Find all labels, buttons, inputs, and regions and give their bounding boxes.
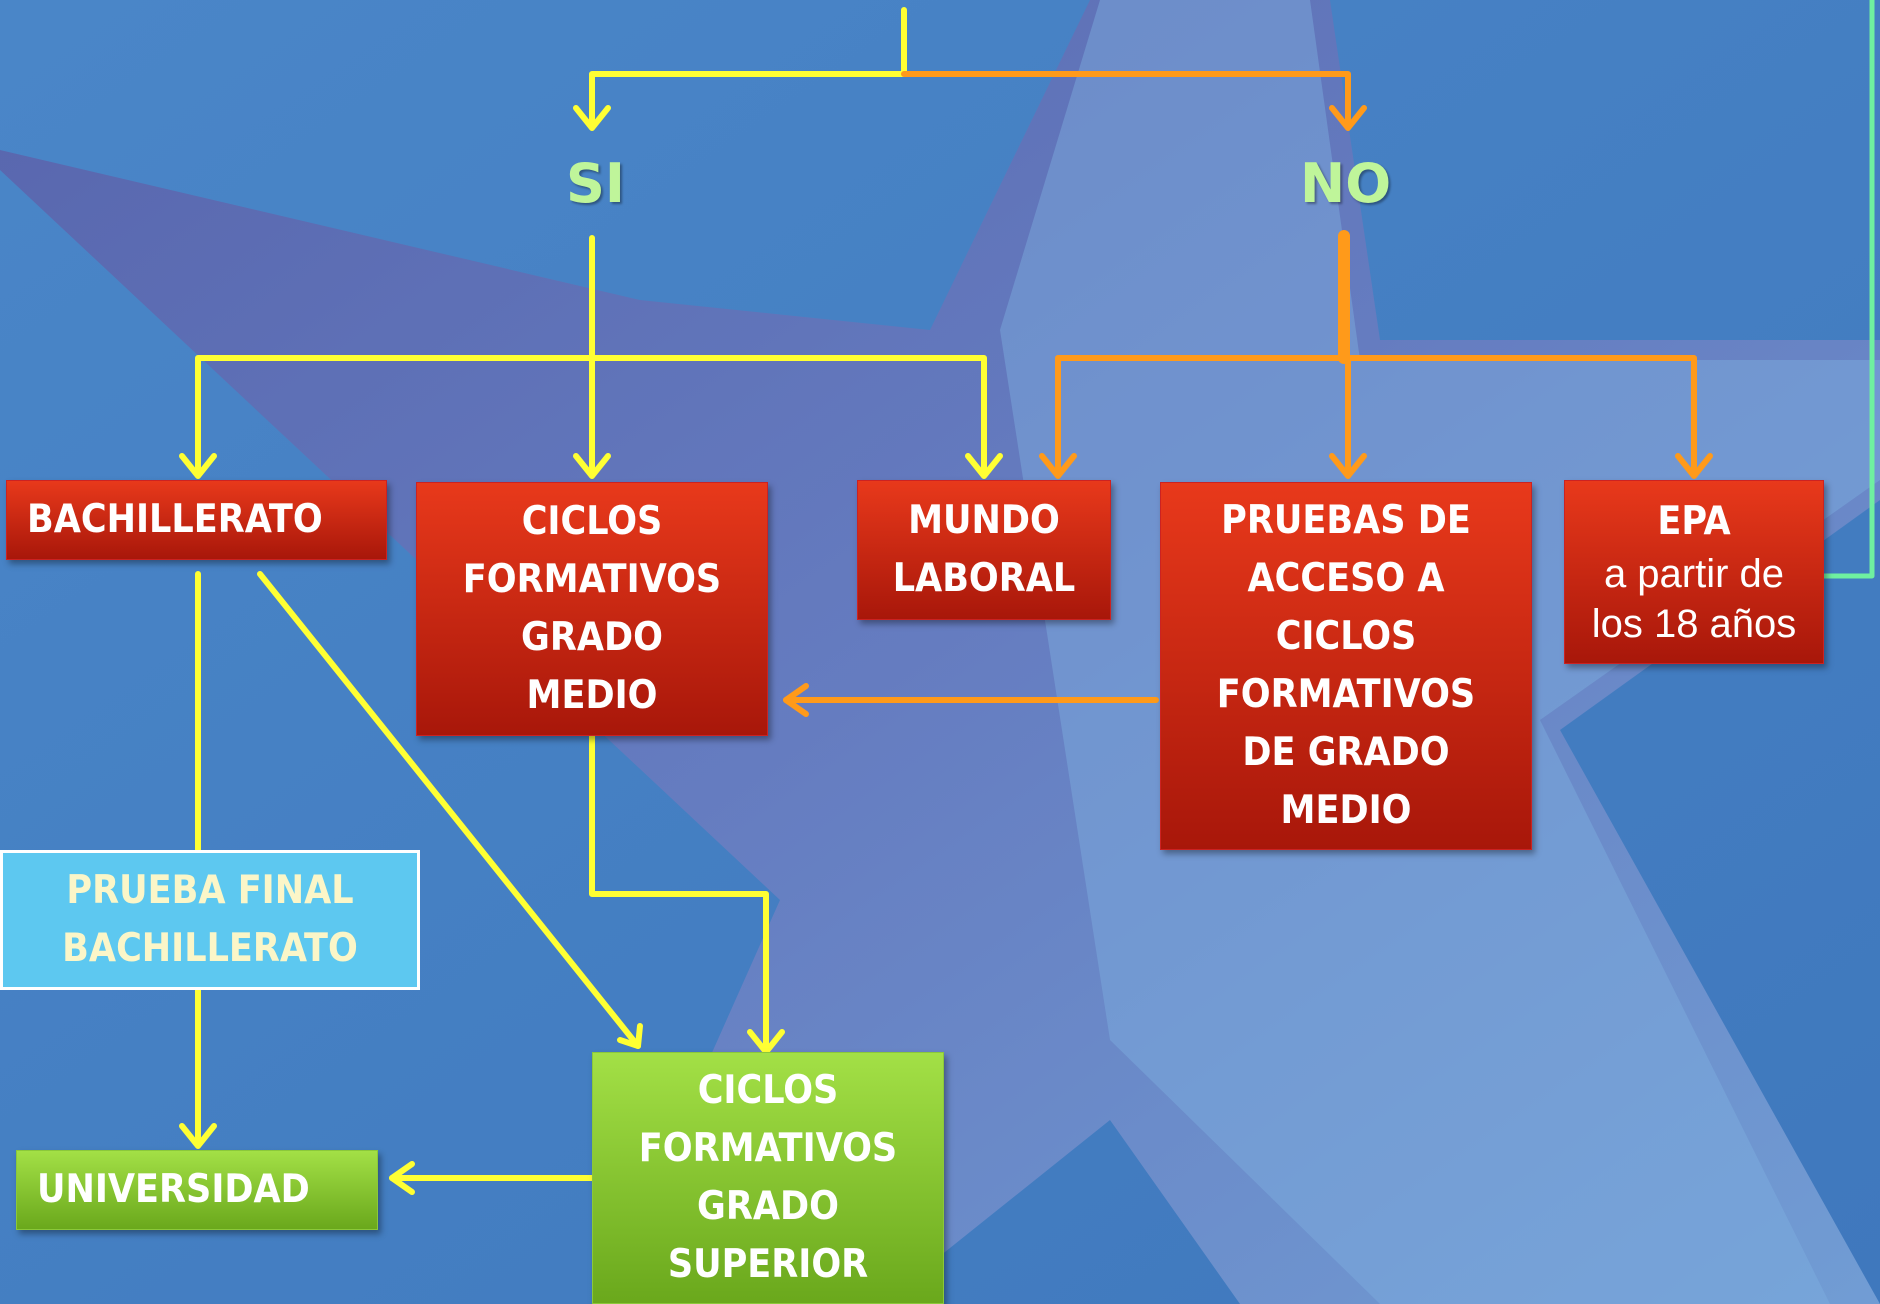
label-si: SI xyxy=(566,152,625,215)
line: GRADO xyxy=(697,1184,839,1229)
node-mundo-laboral: MUNDO LABORAL xyxy=(857,480,1111,620)
line: LABORAL xyxy=(892,556,1076,601)
label-no: NO xyxy=(1300,152,1392,215)
node-bachillerato: BACHILLERATO xyxy=(6,480,387,560)
node-universidad-text: UNIVERSIDAD xyxy=(37,1167,310,1212)
node-prueba-final: PRUEBA FINAL BACHILLERATO xyxy=(0,850,420,990)
node-universidad: UNIVERSIDAD xyxy=(16,1150,378,1230)
node-ciclos-medio: CICLOS FORMATIVOS GRADO MEDIO xyxy=(416,482,768,736)
node-pruebas-acceso: PRUEBAS DE ACCESO A CICLOS FORMATIVOS DE… xyxy=(1160,482,1532,850)
line: BACHILLERATO xyxy=(62,926,358,971)
line: MUNDO xyxy=(908,498,1060,543)
line: PRUEBAS DE xyxy=(1221,498,1471,543)
line: FORMATIVOS xyxy=(1216,672,1476,717)
line: CICLOS xyxy=(697,1068,839,1113)
line: MEDIO xyxy=(1280,788,1412,833)
line: SUPERIOR xyxy=(667,1242,869,1287)
node-epa: EPA a partir de los 18 años xyxy=(1564,480,1824,664)
line: ACCESO A xyxy=(1247,556,1445,601)
line: FORMATIVOS xyxy=(638,1126,898,1171)
line: PRUEBA FINAL xyxy=(66,868,354,913)
line: GRADO xyxy=(521,615,663,660)
node-epa-line1: a partir de xyxy=(1603,552,1785,596)
line: DE GRADO xyxy=(1242,730,1450,775)
node-ciclos-superior: CICLOS FORMATIVOS GRADO SUPERIOR xyxy=(592,1052,944,1304)
line: CICLOS xyxy=(1275,614,1417,659)
node-bachillerato-text: BACHILLERATO xyxy=(27,497,323,542)
line: MEDIO xyxy=(526,673,658,718)
line: FORMATIVOS xyxy=(462,557,722,602)
line: CICLOS xyxy=(521,499,663,544)
node-epa-title: EPA xyxy=(1657,499,1731,544)
node-epa-line2: los 18 años xyxy=(1591,602,1797,646)
